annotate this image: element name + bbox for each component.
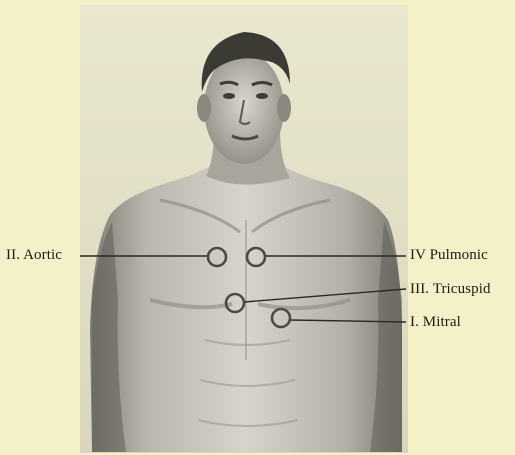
face-shape bbox=[204, 52, 284, 164]
pulmonic-label: IV Pulmonic bbox=[410, 248, 488, 263]
tricuspid-label: III. Tricuspid bbox=[410, 282, 491, 297]
aortic-label: II. Aortic bbox=[6, 248, 62, 263]
mitral-label: I. Mitral bbox=[410, 315, 461, 330]
